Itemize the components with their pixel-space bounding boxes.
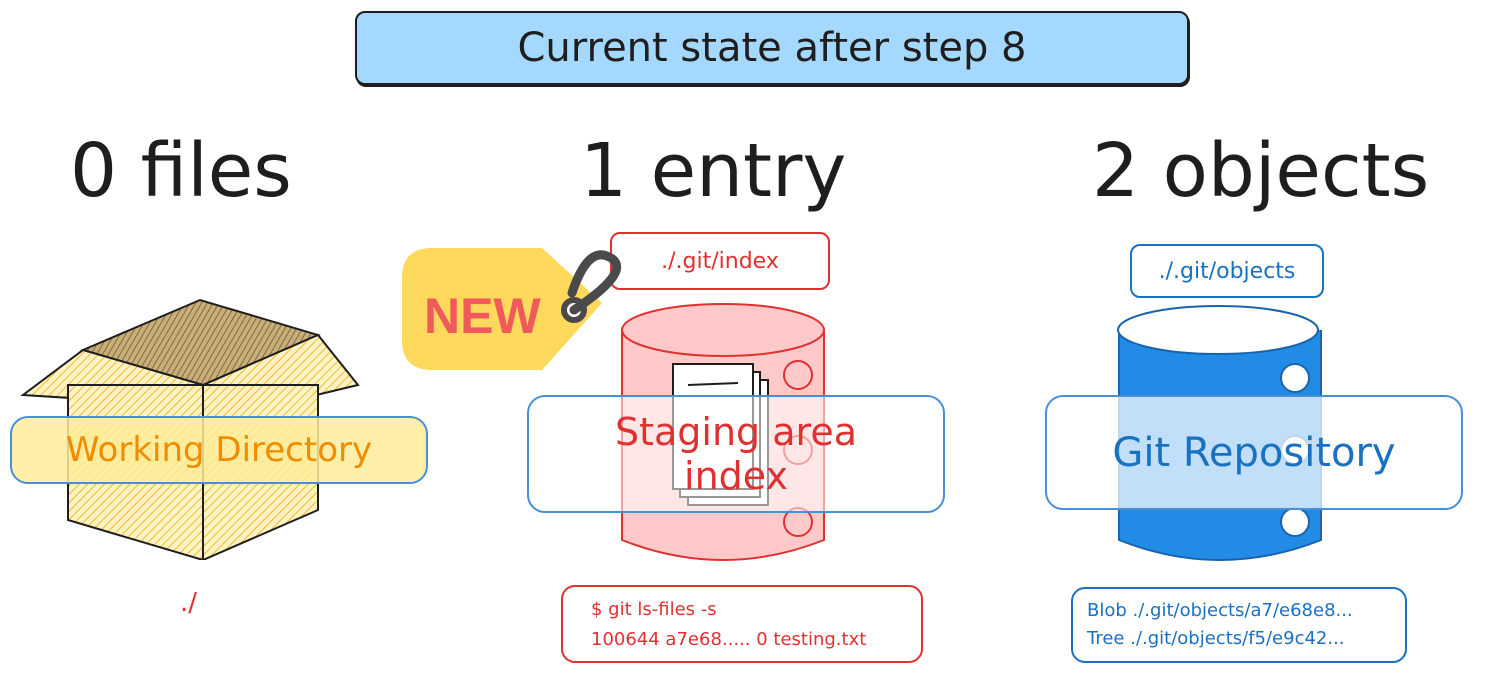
working-directory-text: Working Directory [65,430,373,470]
staging-area-label: Staging area index [527,395,945,513]
tree-object-entry: Tree ./.git/objects/f5/e9c42... [1087,628,1345,649]
repository-count: 2 objects [1092,128,1430,214]
working-dir-count: 0 files [70,128,292,214]
new-badge-text: NEW [424,288,541,344]
objects-list-box: Blob ./.git/objects/a7/e68e8... Tree ./.… [1071,587,1407,663]
working-dir-path: ./ [180,588,198,618]
index-path-box: ./.git/index [610,232,830,290]
staging-count: 1 entry [580,128,847,214]
git-repository-label: Git Repository [1045,395,1463,510]
new-tag-icon: NEW [402,248,622,370]
objects-path-box: ./.git/objects [1130,244,1324,298]
ls-files-command: $ git ls-files -s [591,599,717,620]
ls-files-output-box: $ git ls-files -s 100644 a7e68..... 0 te… [561,585,923,663]
objects-path-text: ./.git/objects [1158,258,1296,284]
blob-object-entry: Blob ./.git/objects/a7/e68e8... [1087,600,1353,621]
diagram-title: Current state after step 8 [355,11,1189,85]
staging-index-text: index [684,454,788,498]
index-path-text: ./.git/index [661,248,779,274]
git-repository-text: Git Repository [1112,429,1396,476]
staging-area-text: Staging area [614,410,857,454]
title-text: Current state after step 8 [517,25,1027,71]
ls-files-entry: 100644 a7e68..... 0 testing.txt [591,629,867,650]
working-directory-label: Working Directory [10,416,428,484]
